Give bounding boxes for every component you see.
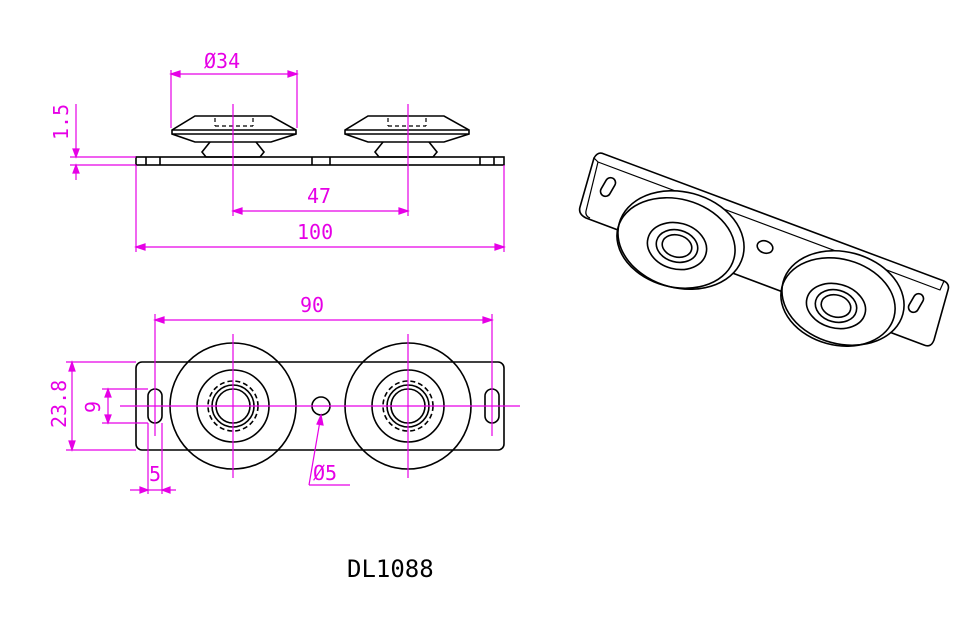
side-view <box>135 115 505 166</box>
hole-spacing-label: 90 <box>300 293 324 317</box>
side-roller-right <box>344 115 470 158</box>
center-hole-diameter-label: Ø5 <box>313 461 337 485</box>
overall-length-label: 100 <box>297 220 333 244</box>
plate-thickness-label: 1.5 <box>49 104 73 140</box>
iso-plate <box>578 152 950 347</box>
plate-height-label: 23.8 <box>47 380 71 428</box>
side-roller-left <box>171 115 297 158</box>
slot-offset-label: 5 <box>149 462 161 486</box>
iso-plate-edge <box>593 157 945 291</box>
iso-slot-right <box>907 292 925 314</box>
side-view-dimensions <box>70 70 506 252</box>
iso-roller-right <box>780 249 905 347</box>
drawing-title: DL1088 <box>347 555 434 583</box>
top-view-dimensions <box>66 314 520 494</box>
roller-diameter-label: Ø34 <box>204 49 240 73</box>
slot-length-label: 9 <box>81 401 105 413</box>
isometric-view <box>578 152 950 347</box>
iso-center-hole <box>756 239 774 255</box>
side-view-plate <box>135 156 505 166</box>
iso-roller-left <box>616 189 745 291</box>
iso-slot-left <box>599 176 617 198</box>
roller-spacing-label: 47 <box>307 184 331 208</box>
